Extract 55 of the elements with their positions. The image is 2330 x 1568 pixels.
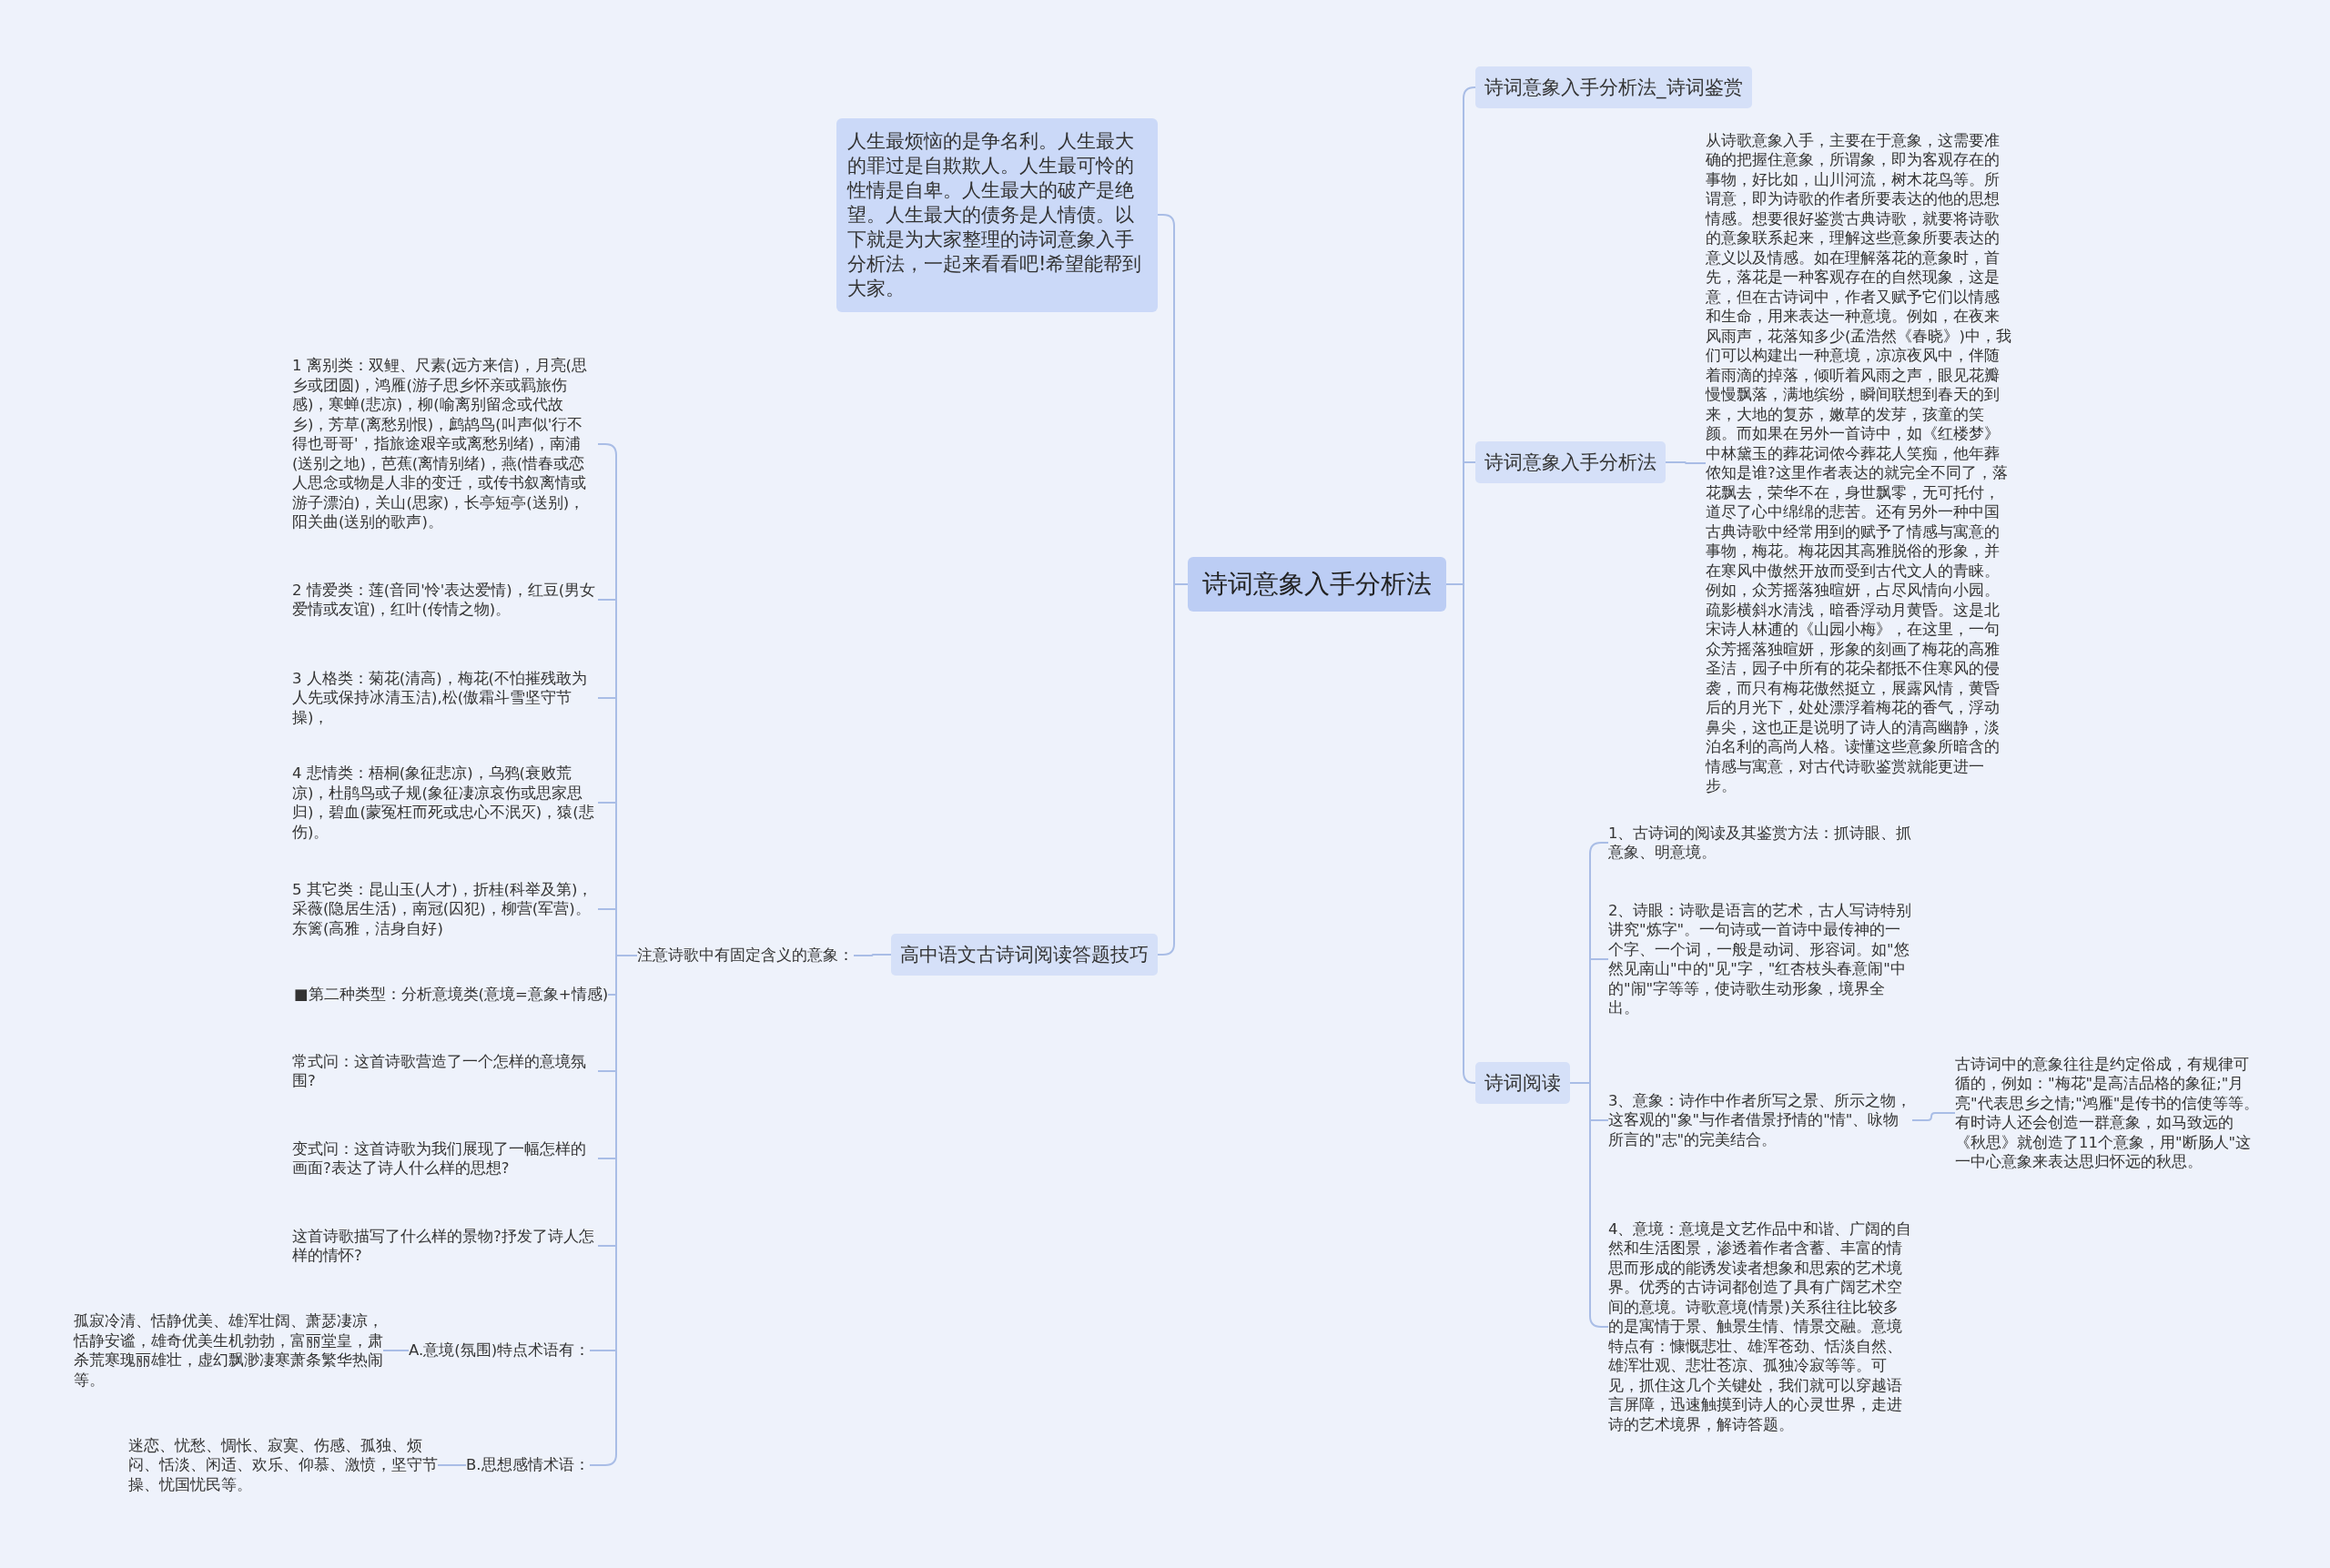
connector-line [597, 443, 617, 456]
connector-line [1569, 853, 1591, 1317]
connector-line [853, 954, 892, 956]
branch-text: 4 悲情类：梧桐(象征悲凉)，乌鸦(衰败荒凉)，杜鹃鸟或子规(象征凄凉哀伤或思家思归)，碧血(蒙冤枉而死或忠心不泯灭)，猿(悲伤)。 [292, 764, 598, 842]
topic-box: 诗词意象入手分析法_诗词鉴赏 [1475, 66, 1752, 108]
connector-line [1911, 1112, 1956, 1121]
branch-text: 注意诗歌中有固定含义的意象： [637, 946, 854, 966]
branch-text: 迷恋、忧愁、惆怅、寂寞、伤感、孤独、烦闷、恬淡、闲适、欢乐、仰慕、激愤，坚守节操、忧国忧民等。 [128, 1435, 438, 1494]
connector-line [1157, 943, 1175, 956]
connector-line [615, 454, 638, 1455]
topic-box: 人生最烦恼的是争名利。人生最大的罪过是自欺欺人。人生最可怜的性情是自卑。人生最大的破产是绝望。人生最大的债务是人情债。以下就是为大家整理的诗词意象入手分析法，一起来看看吧!希望能帮到大家。 [836, 117, 1158, 312]
connector-line [597, 599, 617, 601]
branch-text: 1 离别类：双鲤、尺素(远方来信)，月亮(思乡或团圆)，鸿雁(游子思乡怀亲或羁旅伤感)，寒蝉(悲凉)，柳(喻离别留念或代故乡)，芳草(离愁别恨)，鹧鸪鸟(叫声似'行不得也哥哥'，指旅途艰辛或离愁别绪)，南浦(送别之地)，芭蕉(离情别绪)，燕(惜春或恋人思念或物是人非的变迁，或传书叙离情或游子漂泊)，关山(思家)，长亭短亭(送别)，阳关曲(送别的歌声)。 [292, 356, 598, 532]
connector-line [1463, 461, 1476, 463]
topic-box: 诗词意象入手分析法 [1475, 441, 1666, 483]
connector-line [1589, 842, 1609, 855]
topic-box: 高中语文古诗词阅读答题技巧 [891, 934, 1158, 976]
central-topic-box: 诗词意象入手分析法 [1188, 557, 1446, 612]
branch-text: 这首诗歌描写了什么样的景物?抒发了诗人怎样的情怀? [292, 1226, 598, 1266]
connector-line [437, 1464, 467, 1466]
branch-text: 从诗歌意象入手，主要在于意象，这需要准确的把握住意象，所谓象，即为客观存在的事物，好比如，山川河流，树木花鸟等。所谓意，即为诗歌的作者所要表达的他的思想情感。想要很好鉴赏古典诗歌，就要将诗歌的意象联系起来，理解这些意象所要表达的意义以及情感。如在理解落花的意象时，首先，落花是一种客观存在的自然现象，这是意，但在古诗词中，作者又赋予它们以情感和生命，用来表达一种意境。例如，在夜来风雨声，花落知多少(孟浩然《春晓》)中，我们可以构建出一种意境，凉凉夜风中，伴随着雨滴的掉落，倾听着风雨之声，眼见花瓣慢慢飘落，满地缤纷，瞬间联想到春天的到来，大地的复苏，嫩草的发芽，孩童的笑颜。而如果在另外一首诗中，如《红楼梦》中林黛玉的葬花词侬今葬花人笑痴，他年葬侬知是谁?这里作者表达的就完全不同了，落花飘去，荣华不在，身世飘零，无可托付，道尽了心中绵绵的悲苦。还有另外一种中国古典诗歌中经常用到的赋予了情感与寓意的事物，梅花。梅花因其高雅脱俗的形象，并在寒风中傲然开放而受到古代文人的青睐。例如，众芳摇落独暄妍，占尽风情向小园。疏影横斜水清浅，暗香浮动月黄昏。这是北宋诗人林逋的《山园小梅》，在这里，一句众芳摇落独暄妍，形象的刻画了梅花的高雅圣洁，园子中所有的花朵都抵不住寒风的侵袭，而只有梅花傲然挺立，展露风情，黄昏后的月光下，处处漂浮着梅花的香气，浮动鼻尖，这也正是说明了诗人的清高幽静，淡泊名利的高尚人格。读懂这些意象所暗含的情感与寓意，对古代诗歌鉴赏就能更进一步。 [1706, 130, 2011, 796]
connector-line [1173, 225, 1189, 945]
branch-text: 4、意境：意境是文艺作品中和谐、广阔的自然和生活图景，渗透着作者含蓄、丰富的情思而形成的能诱发读者想象和思索的艺术境界。优秀的古诗词都创造了具有广阔艺术空间的意境。诗歌意境(情景)关系往往比较多的是寓情于景、触景生情、情景交融。意境特点有：慷慨悲壮、雄浑苍劲、恬淡自然、雄浑壮观、悲壮苍凉、孤独冷寂等等。可见，抓住这几个关键处，我们就可以穿越语言屏障，迅速触摸到诗人的心灵世界，走进诗的艺术境界，解诗答题。 [1608, 1219, 1912, 1434]
branch-text: 3、意象：诗作中作者所写之景、所示之物，这客观的"象"与作者借景抒情的"情"、咏物所言的"志"的完美结合。 [1608, 1090, 1912, 1149]
connector-line [1157, 214, 1175, 227]
connector-line [1445, 97, 1464, 1073]
connector-line [597, 1245, 617, 1247]
connector-line [589, 1350, 617, 1351]
branch-text: 变式问：这首诗歌为我们展现了一幅怎样的画面?表达了诗人什么样的思想? [292, 1138, 598, 1179]
branch-text: B.思想感情术语： [466, 1455, 590, 1475]
branch-text: 常式问：这首诗歌营造了一个怎样的意境氛围? [292, 1051, 598, 1091]
branch-text: ■第二种类型：分析意境类(意境=意象+情感) [294, 985, 609, 1005]
connector-line [597, 697, 617, 699]
connector-line [607, 994, 617, 996]
connector-line [597, 802, 617, 804]
branch-text: 2 情爱类：莲(音同'怜'表达爱情)，红豆(男女爱情或友谊)，红叶(传情之物)。 [292, 580, 598, 620]
branch-text: 3 人格类：菊花(清高)，梅花(不怕摧残敢为人先或保持冰清玉洁),松(傲霜斗雪坚守节操)， [292, 668, 598, 727]
connector-line [597, 1158, 617, 1159]
connector-line [1589, 1119, 1609, 1121]
branch-text: 2、诗眼：诗歌是语言的艺术，古人写诗特别讲究"炼字"。一句诗或一首诗中最传神的一个字、一个词，一般是动词、形容词。如"悠然见南山"中的"见"字，"红杏枝头春意闹"中的"闹"字等等，使诗歌生动形象，境界全出。 [1608, 900, 1912, 1018]
branch-text: 5 其它类：昆山玉(人才)，折桂(科举及第)，采薇(隐居生活)，南冠(囚犯)，柳营(军营)。东篱(高雅，洁身自好) [292, 879, 598, 938]
branch-text: 孤寂冷清、恬静优美、雄浑壮阔、萧瑟凄凉，恬静安谧，雄奇优美生机勃勃，富丽堂皇，肃杀荒寒瑰丽雄壮，虚幻飘渺凄寒萧条繁华热闹等。 [74, 1311, 383, 1390]
connector-line [1589, 1315, 1609, 1328]
connector-line [1463, 86, 1476, 99]
branch-text: 1、古诗词的阅读及其鉴赏方法：抓诗眼、抓意象、明意境。 [1608, 823, 1912, 863]
connector-line [589, 1453, 617, 1466]
connector-line [382, 1350, 410, 1351]
branch-text: 古诗词中的意象往往是约定俗成，有规律可循的，例如："梅花"是高洁品格的象征;"月亮"代表思乡之情;"鸿雁"是传书的信使等等。有时诗人还会创造一群意象，如马致远的《秋思》就创造了11个意象，用"断肠人"这一中心意象来表达思归怀远的秋思。 [1955, 1054, 2261, 1172]
connector-line [1665, 461, 1707, 464]
topic-box: 诗词阅读 [1475, 1062, 1570, 1104]
branch-text: A.意境(氛围)特点术语有： [409, 1340, 591, 1361]
connector-line [597, 908, 617, 910]
connector-line [597, 1070, 617, 1072]
connector-line [1589, 958, 1609, 960]
connector-line [1463, 1071, 1476, 1084]
